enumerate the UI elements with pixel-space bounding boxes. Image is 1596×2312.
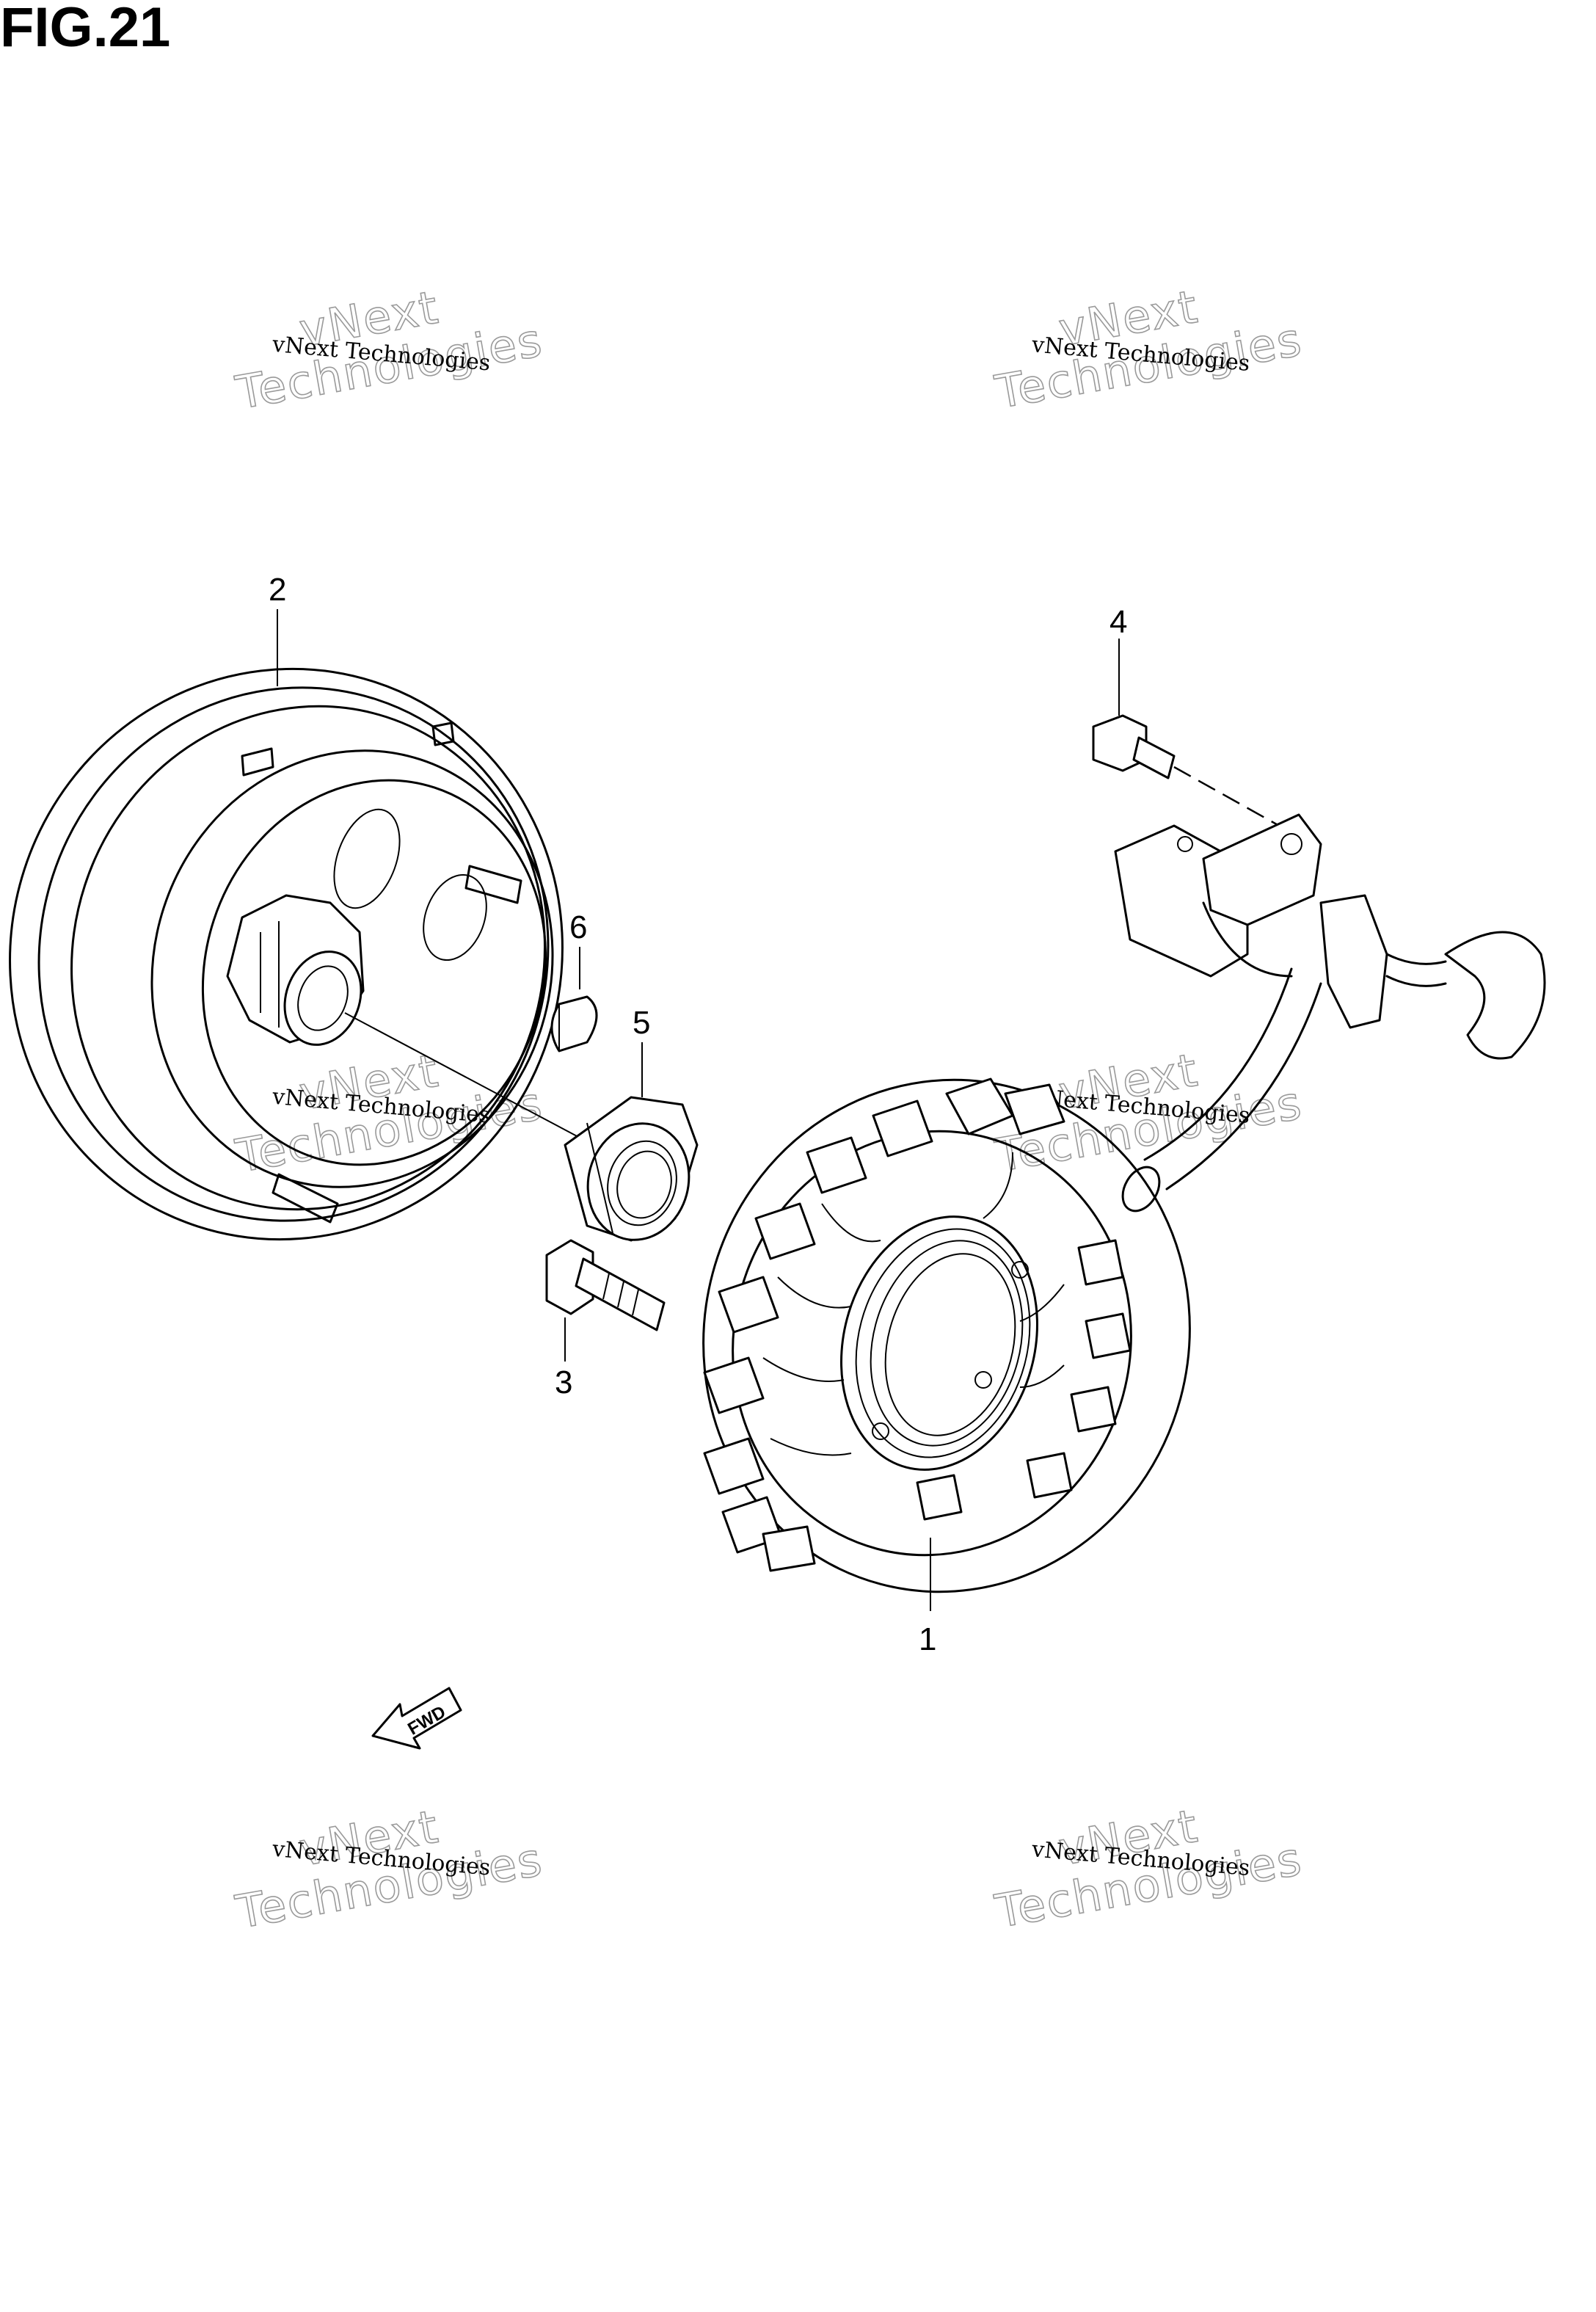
part-1-stator — [702, 1077, 1191, 1611]
callout-5: 5 — [633, 1005, 650, 1041]
part-3-bolt — [545, 1239, 666, 1362]
part-5-spacer — [564, 1042, 699, 1242]
callout-3: 3 — [555, 1364, 572, 1400]
figure-title: FIG.21 — [0, 0, 171, 59]
callout-4: 4 — [1109, 604, 1127, 640]
part-4-screw — [1092, 639, 1300, 838]
pickup-coil-and-harness — [1114, 813, 1546, 1213]
fwd-arrow-icon: FWD — [371, 1687, 462, 1750]
callout-2: 2 — [269, 572, 286, 608]
callout-1: 1 — [919, 1621, 936, 1657]
callout-6: 6 — [569, 909, 587, 945]
watermark-bottom-right: Technologies vNext vNext Technologies — [991, 1798, 1307, 1939]
watermark-top-right: Technologies vNext vNext Technologies — [991, 279, 1307, 420]
part-6-key — [550, 947, 598, 1053]
watermark-top-left: Technologies vNext vNext Technologies — [231, 280, 547, 421]
watermark-bottom-left: Technologies vNext vNext Technologies — [231, 1799, 547, 1940]
part-2-rotor — [9, 609, 580, 1241]
